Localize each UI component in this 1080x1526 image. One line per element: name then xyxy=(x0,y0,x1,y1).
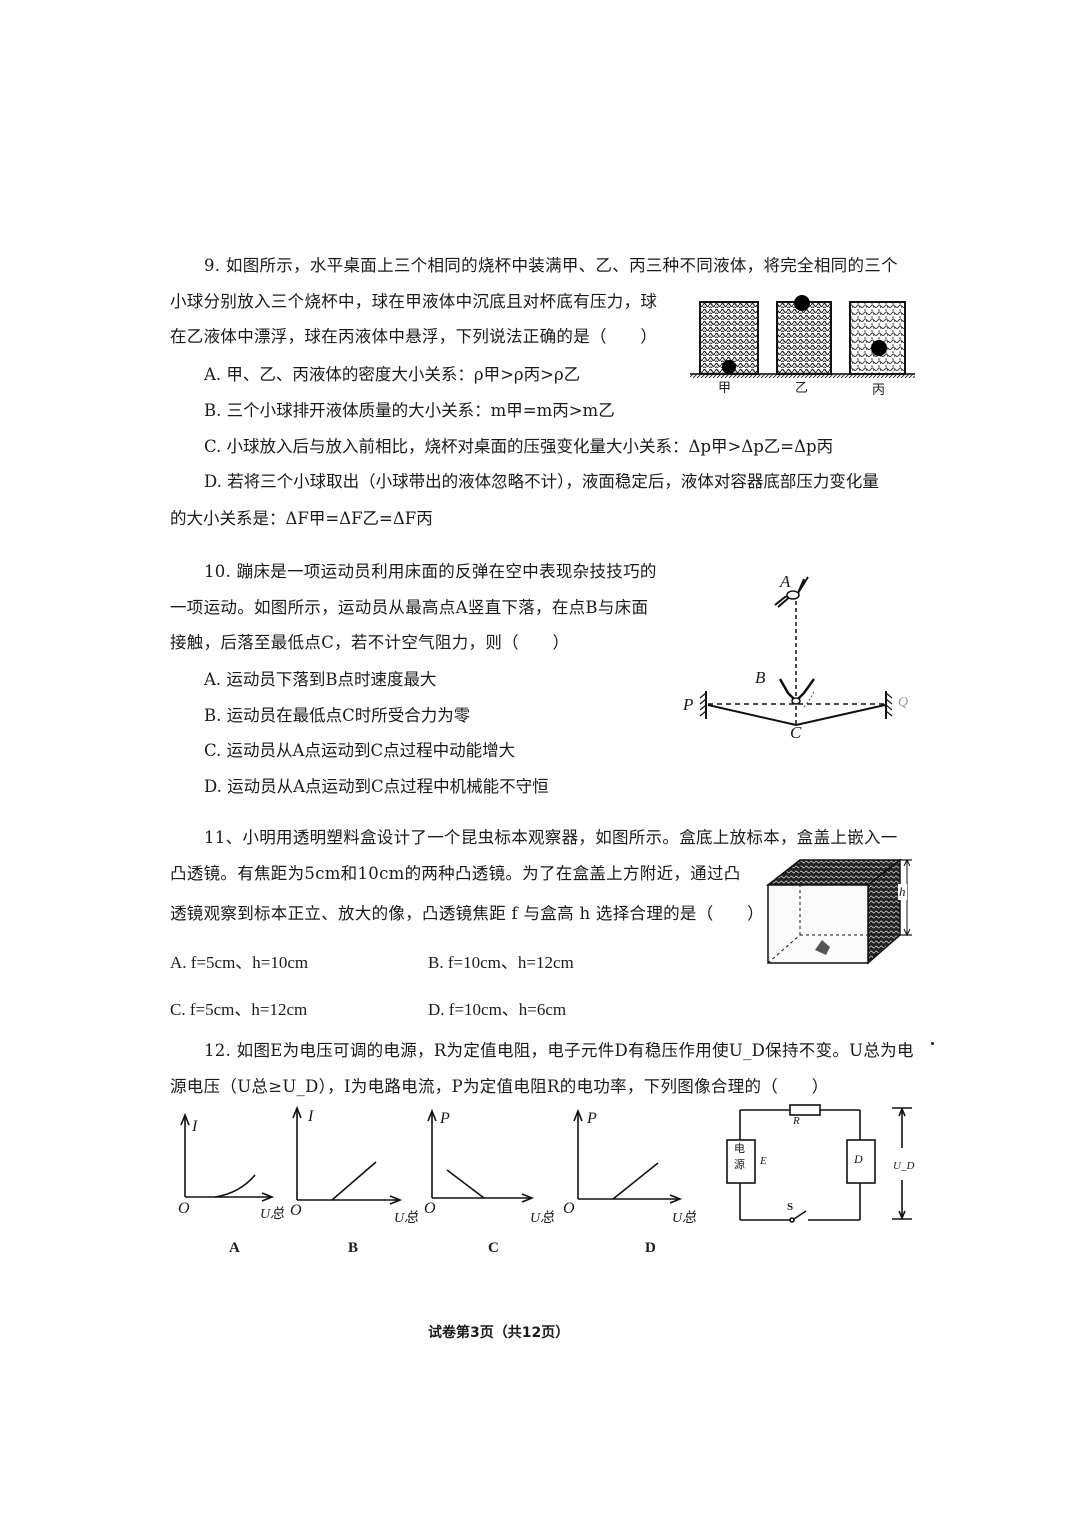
q10-stem-line-1: 10. 蹦床是一项运动员利用床面的反弹在空中表现杂技技巧的 xyxy=(204,562,657,581)
graph-a-label: A xyxy=(229,1240,240,1256)
q12-stem-line-1: 12. 如图E为电压可调的电源，R为定值电阻，电子元件D有稳压作用使U_D保持不… xyxy=(204,1041,914,1060)
q10-trampoline-figure xyxy=(699,576,893,726)
q9-stem-line-1: 9. 如图所示，水平桌面上三个相同的烧杯中装满甲、乙、丙三种不同液体，将完全相同… xyxy=(204,256,898,275)
graph-a-ylabel: I xyxy=(192,1118,198,1135)
q11-stem-line-3: 透镜观察到标本正立、放大的像，凸透镜焦距 f 与盒高 h 选择合理的是（ ） xyxy=(170,904,764,923)
page-footer: 试卷第3页（共12页） xyxy=(428,1325,570,1341)
point-p-label: P xyxy=(683,695,694,714)
q9-option-d-line-1: D. 若将三个小球取出（小球带出的液体忽略不计），液面稳定后，液体对容器底部压力… xyxy=(204,472,879,491)
graph-b-label: B xyxy=(348,1240,359,1256)
graph-a-xlabel: U总 xyxy=(260,1207,285,1222)
q11-option-b: B. f=10cm、h=12cm xyxy=(428,953,574,972)
beaker-label-jia: 甲 xyxy=(718,381,732,396)
switch-s-label: S xyxy=(787,1201,794,1213)
graph-c-origin: O xyxy=(424,1200,436,1217)
source-e-label: E xyxy=(760,1155,767,1167)
resistor-label: R xyxy=(793,1115,800,1127)
graph-a-origin: O xyxy=(178,1200,190,1217)
q9-option-a: A. 甲、乙、丙液体的密度大小关系：ρ甲>ρ丙>ρ乙 xyxy=(204,365,581,384)
point-b-label: B xyxy=(755,668,766,687)
q9-option-d-line-2: 的大小关系是：ΔF甲=ΔF乙=ΔF丙 xyxy=(170,509,433,528)
source-text-2: 源 xyxy=(734,1158,745,1171)
element-d-label: D xyxy=(854,1152,863,1166)
q10-stem-line-2: 一项运动。如图所示，运动员从最高点A竖直下落，在点B与床面 xyxy=(170,598,649,617)
graph-b-xlabel: U总 xyxy=(394,1211,419,1226)
q9-stem-line-2: 小球分别放入三个烧杯中，球在甲液体中沉底且对杯底有压力，球 xyxy=(170,292,658,311)
graph-c-ylabel: P xyxy=(440,1110,450,1127)
q10-stem-line-3: 接触，后落至最低点C，若不计空气阻力，则（ ） xyxy=(170,633,570,652)
stray-dot xyxy=(931,1042,934,1045)
voltage-ud-label: U_D xyxy=(893,1160,915,1172)
q11-stem-line-2: 凸透镜。有焦距为5cm和10cm的两种凸透镜。为了在盒盖上方附近，通过凸 xyxy=(170,864,741,883)
point-q-label: Q xyxy=(898,695,909,710)
q9-option-b: B. 三个小球排开液体质量的大小关系：m甲=m丙>m乙 xyxy=(204,401,615,420)
box-height-label: h xyxy=(898,884,907,900)
q12-graphs xyxy=(180,1105,683,1205)
graph-c-xlabel: U总 xyxy=(530,1211,555,1226)
q11-option-c: C. f=5cm、h=12cm xyxy=(170,1000,308,1019)
graph-b-ylabel: I xyxy=(308,1108,314,1125)
q12-circuit-diagram xyxy=(726,1104,912,1223)
q9-stem-line-3: 在乙液体中漂浮，球在丙液体中悬浮，下列说法正确的是（ ） xyxy=(170,327,658,346)
graph-d-origin: O xyxy=(563,1200,575,1217)
graph-c-label: C xyxy=(488,1240,499,1256)
source-text-1: 电 xyxy=(734,1142,745,1155)
q11-option-a: A. f=5cm、h=10cm xyxy=(170,953,309,972)
q11-stem-line-1: 11、小明用透明塑料盒设计了一个昆虫标本观察器，如图所示。盒底上放标本，盒盖上嵌… xyxy=(204,828,898,847)
q9-option-c: C. 小球放入后与放入前相比，烧杯对桌面的压强变化量大小关系：Δp甲>Δp乙=Δ… xyxy=(204,437,834,456)
point-a-label: A xyxy=(780,572,791,591)
q12-stem-line-2: 源电压（U总≥U_D），I为电路电流，P为定值电阻R的电功率，下列图像合理的（ … xyxy=(170,1077,829,1096)
q10-option-b: B. 运动员在最低点C时所受合力为零 xyxy=(204,706,471,725)
q10-option-a: A. 运动员下落到B点时速度最大 xyxy=(204,670,437,689)
beaker-label-bing: 丙 xyxy=(872,383,886,398)
point-c-label: C xyxy=(790,723,802,742)
beaker-label-yi: 乙 xyxy=(795,381,809,396)
q9-beakers-figure xyxy=(690,295,915,378)
graph-d-ylabel: P xyxy=(587,1110,597,1127)
graph-d-label: D xyxy=(645,1240,656,1256)
q10-option-c: C. 运动员从A点运动到C点过程中动能增大 xyxy=(204,741,516,760)
q11-option-d: D. f=10cm、h=6cm xyxy=(428,1000,567,1019)
graph-d-xlabel: U总 xyxy=(672,1211,697,1226)
q10-option-d: D. 运动员从A点运动到C点过程中机械能不守恒 xyxy=(204,777,549,796)
graph-b-origin: O xyxy=(290,1202,302,1219)
q11-box-figure xyxy=(765,858,912,965)
